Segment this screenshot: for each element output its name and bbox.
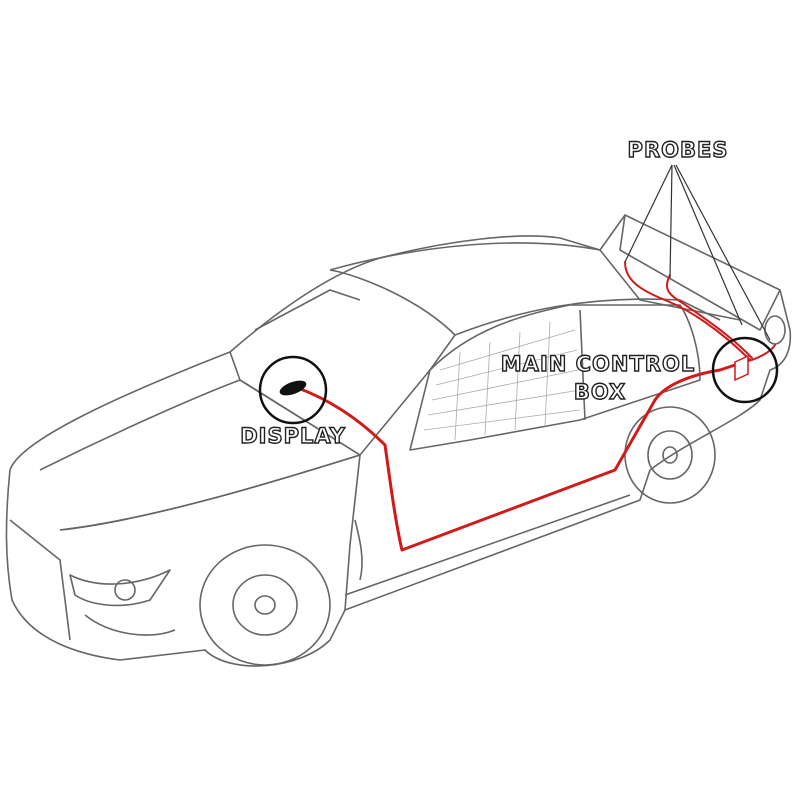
control-box-callout-circle — [711, 336, 779, 404]
control-box-icon — [734, 354, 749, 382]
car-body — [5, 214, 792, 667]
display-label: DISPLAY — [240, 424, 346, 448]
wire-harness — [296, 261, 776, 552]
display-callout-circle — [258, 355, 328, 425]
main-control-label: MAIN CONTROL — [500, 352, 696, 376]
probes-label: PROBES — [627, 138, 729, 162]
probe-leader-lines — [624, 164, 771, 341]
callout-circles — [258, 336, 779, 425]
box-label: BOX — [573, 380, 627, 404]
window-net — [423, 321, 581, 441]
display-icon — [279, 380, 307, 396]
